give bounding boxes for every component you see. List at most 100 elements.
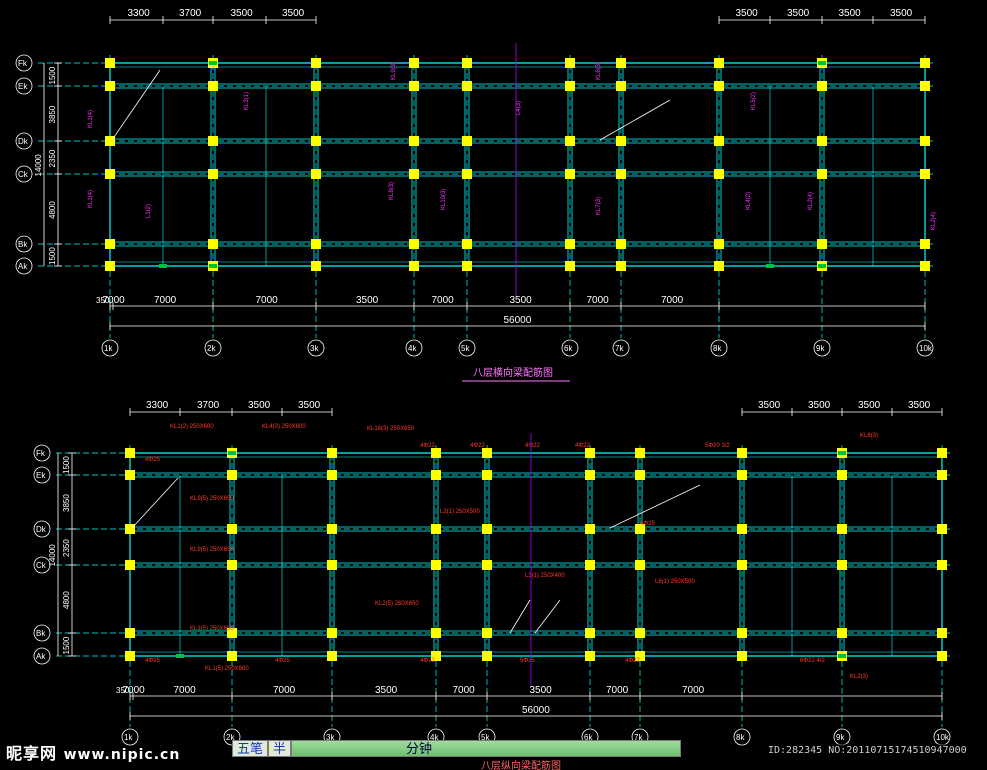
col-axis-bubble [916, 339, 934, 357]
column [714, 81, 724, 91]
column [125, 651, 135, 661]
column [737, 628, 747, 638]
column [227, 470, 237, 480]
row-axis-label: Dk [36, 525, 47, 534]
column [311, 261, 321, 271]
column [920, 136, 930, 146]
column [125, 470, 135, 480]
col-axis-bubble [121, 728, 139, 746]
row-axis-label: Ck [36, 561, 47, 570]
beam-annotation: 4Φ25 [145, 658, 160, 664]
top-dim-left-label: 3500 [298, 400, 321, 411]
column [817, 169, 827, 179]
column [409, 239, 419, 249]
column [208, 136, 218, 146]
column [565, 239, 575, 249]
column-marker [209, 61, 217, 65]
left-dim-label: 1500 [48, 247, 57, 265]
row-axis-bubble [33, 466, 51, 484]
column [311, 81, 321, 91]
watermark-site: www.nipic.cn [63, 747, 181, 763]
col-axis-bubble [612, 339, 630, 357]
column [565, 58, 575, 68]
beam-annotation: 4Φ22 [525, 443, 540, 449]
column [920, 239, 930, 249]
column [937, 448, 947, 458]
column [817, 136, 827, 146]
beam-annotation: 4Φ22 [420, 658, 435, 664]
column [462, 136, 472, 146]
col-axis-label: 10k [936, 733, 950, 742]
column [585, 448, 595, 458]
col-axis-label: 7k [634, 733, 643, 742]
bottom-dim-label: 7000 [154, 295, 177, 306]
beam-annotation: KL2(3) [850, 674, 868, 680]
beam-annotation: L3(1) 250X400 [525, 573, 565, 579]
col-axis-label: 1k [104, 344, 113, 353]
watermark-logo-text: 昵享网 [6, 744, 58, 763]
column [327, 628, 337, 638]
column [409, 136, 419, 146]
row-axis-bubble [15, 165, 33, 183]
row-axis-bubble [33, 624, 51, 642]
row-axis-bubble [33, 444, 51, 462]
left-total-dim-label: 14000 [34, 154, 43, 177]
left-dim-label: 4800 [62, 591, 71, 609]
top-dim-right-label: 3500 [839, 8, 862, 19]
bottom-dim-label: 7000 [103, 295, 126, 306]
column [737, 651, 747, 661]
beam-annotation: KL6(3) [860, 433, 878, 439]
beam-annotation: 5Φ20 3/2 [705, 443, 730, 449]
top-dim-left-label: 3700 [197, 400, 220, 411]
bottom-dim-label: 7000 [661, 295, 684, 306]
diagonal-mark [111, 69, 161, 141]
col-axis-label: 9k [816, 344, 825, 353]
column-marker [818, 264, 826, 268]
column [714, 169, 724, 179]
beam-annotation: KL2(5) 250X650 [375, 601, 419, 607]
top-dim-left-label: 3700 [179, 8, 202, 19]
col-axis-label: 3k [310, 344, 319, 353]
column [737, 448, 747, 458]
left-dim-label: 2350 [62, 539, 71, 557]
column [565, 81, 575, 91]
ime-width-button[interactable]: 半 [268, 740, 292, 757]
top-dim-left-label: 3300 [146, 400, 169, 411]
row-axis-bubble [15, 54, 33, 72]
beam-annotation: KL6(3) [596, 62, 602, 80]
column [635, 448, 645, 458]
column [714, 239, 724, 249]
col-axis-label: 1k [124, 733, 133, 742]
row-axis-label: Ak [18, 262, 28, 271]
col-axis-label: 6k [584, 733, 593, 742]
ime-mode-button[interactable]: 五笔 [232, 740, 269, 757]
column [937, 651, 947, 661]
column [565, 169, 575, 179]
beam-annotation: KL8(3) [389, 182, 395, 200]
column [714, 261, 724, 271]
overall-dim-label: 56000 [522, 705, 550, 716]
column [125, 560, 135, 570]
column [105, 136, 115, 146]
column [837, 470, 847, 480]
column [409, 261, 419, 271]
beam-annotation: 4Φ22 [470, 443, 485, 449]
col-axis-label: 9k [836, 733, 845, 742]
column [714, 136, 724, 146]
col-axis-bubble [710, 339, 728, 357]
top-dim-right-label: 3500 [890, 8, 913, 19]
bottom-dim-label: 7000 [256, 295, 279, 306]
column [482, 651, 492, 661]
top-dim-right-label: 3500 [908, 400, 931, 411]
col-axis-label: 6k [564, 344, 573, 353]
row-axis-label: Ck [18, 170, 29, 179]
top-dim-right-label: 3500 [736, 8, 759, 19]
column [125, 524, 135, 534]
column [409, 58, 419, 68]
top-dim-left-label: 3300 [128, 8, 151, 19]
column [105, 261, 115, 271]
column [837, 628, 847, 638]
column [327, 524, 337, 534]
